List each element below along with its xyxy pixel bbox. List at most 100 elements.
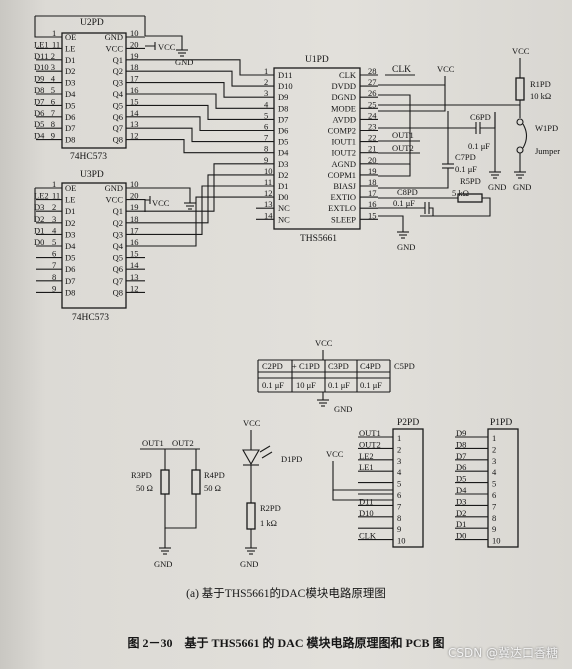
c6-gnd-label: GND [488, 182, 506, 192]
bus-wire [145, 139, 256, 154]
w1-ref: W1PD [535, 123, 558, 133]
led-vcc-label: VCC [243, 418, 261, 428]
u1-pin-name: D2 [278, 170, 288, 180]
p1-pin-label: D2 [456, 508, 466, 518]
p2-connector: P2PD 1OUT12OUT23LE24LE1567D118D10910CLK … [326, 418, 424, 548]
u3-pin-name: VCC [106, 195, 124, 205]
u3-pin-num: 15 [130, 249, 139, 259]
u2-pin-name: Q1 [113, 55, 123, 65]
u2-pin-name: D8 [65, 135, 75, 145]
bus-wire [145, 174, 256, 224]
u1-pin-num: 9 [264, 155, 268, 165]
u3-pin-num: 17 [130, 225, 139, 235]
u2-pin-num: 8 [51, 119, 55, 129]
u1-pin-name: D3 [278, 159, 288, 169]
u1-pin-num: 2 [264, 77, 268, 87]
p2-pin-num: 10 [397, 536, 406, 546]
r3-value: 50 Ω [136, 483, 153, 493]
u1-pin-num: 3 [264, 88, 268, 98]
u2-pin-num: 19 [130, 51, 139, 61]
u1-pin-num: 20 [368, 155, 377, 165]
bus-wire [145, 82, 256, 98]
u1-pin-name: NC [278, 203, 290, 213]
u2-pin-name: VCC [106, 43, 124, 53]
p1-pin-num: 8 [492, 513, 496, 523]
led-indicator: VCC D1PD R2PD 1 kΩ GND [240, 418, 302, 569]
p1-pin-label: D5 [456, 474, 466, 484]
p2-ref: P2PD [397, 418, 419, 428]
u3-pin-num: 19 [130, 202, 139, 212]
u1-pin-name: COMP2 [328, 126, 356, 136]
p2-pin-label: CLK [359, 531, 377, 541]
r1-ref: R1PD [530, 79, 551, 89]
p1-pin-label: D7 [456, 451, 466, 461]
u3-pin-num: 7 [52, 260, 56, 270]
u3-pin-net: LE2 [34, 191, 49, 201]
u1-pin-name: D4 [278, 148, 289, 158]
u2-pin-num: 16 [130, 85, 139, 95]
u1-right-wiring: CLK VCC GND C6PD 0.1 μF OUT1 OUT2 [378, 46, 560, 252]
r5-ref: R5PD [460, 176, 481, 186]
u2-pin-name: OE [65, 32, 76, 42]
u1-pin-name: D6 [278, 126, 288, 136]
u3-ref: U3PD [80, 170, 104, 180]
u3-pin-net: D1 [34, 225, 44, 235]
u3-pin-num: 12 [130, 283, 139, 293]
u3-pin-num: 4 [52, 225, 57, 235]
u3-pin-num: 2 [52, 202, 56, 212]
c3-ref: C3PD [328, 361, 349, 371]
p1-pin-num: 1 [492, 433, 496, 443]
u3-pin-name: D2 [65, 218, 75, 228]
u1-pin-name: DGND [331, 92, 356, 102]
u2-pin-num: 20 [130, 39, 139, 49]
bus-wire [145, 59, 256, 76]
u1-pin-name: D10 [278, 81, 293, 91]
u1-pin-num: 19 [368, 166, 377, 176]
u2-pin-name: Q4 [113, 89, 124, 99]
u1-pin-num: 5 [264, 110, 268, 120]
u1-pin-name: D9 [278, 92, 288, 102]
p1-pin-label: D0 [456, 531, 466, 541]
bus-wire [145, 196, 256, 247]
subfigure-caption: (a) 基于THS5661的DAC模块电路原理图 [186, 588, 386, 600]
u3-pin-name: D6 [65, 264, 75, 274]
p2-body [392, 428, 424, 548]
u1-pin-num: 28 [368, 66, 377, 76]
u3-pin-num: 16 [130, 237, 139, 247]
u1-pin-num: 15 [368, 210, 377, 220]
u2-pin-name: D7 [65, 123, 75, 133]
u3-pin-num: 9 [52, 283, 56, 293]
c8-value: 0.1 μF [393, 198, 415, 208]
u2-pin-net: D4 [34, 131, 45, 141]
u3-pin-name: LE [65, 195, 75, 205]
out2-net-label: OUT2 [392, 143, 414, 153]
u3-power-wiring: VCC [34, 187, 196, 222]
u1-gnd-label: GND [397, 242, 415, 252]
u3-pin-name: Q3 [113, 229, 123, 239]
u1-pin-num: 13 [264, 199, 273, 209]
u3-pin-num: 1 [52, 179, 56, 189]
u2-pin-num: 17 [130, 74, 139, 84]
c3-value: 0.1 μF [328, 380, 350, 390]
u3-pin-name: D1 [65, 206, 75, 216]
u1-pin-num: 10 [264, 166, 273, 176]
u3-pin-net: D3 [34, 202, 44, 212]
u3-pin-name: D4 [65, 241, 76, 251]
u2-pin-name: Q7 [113, 123, 123, 133]
u2-pin-num: 2 [51, 51, 55, 61]
r3-out1-label: OUT1 [142, 438, 164, 448]
u1-pin-num: 14 [264, 210, 273, 220]
p2-vcc-label: VCC [326, 449, 344, 459]
u1-pin-name: IOUT1 [331, 137, 356, 147]
p2-pin-num: 9 [397, 524, 401, 534]
p1-pin-num: 3 [492, 456, 496, 466]
u3-pin-name: OE [65, 183, 76, 193]
p1-pin-label: D6 [456, 462, 466, 472]
u1-pin-num: 26 [368, 88, 377, 98]
c7-value: 0.1 μF [455, 164, 477, 174]
u1-pin-num: 27 [368, 77, 377, 87]
u3-pin-name: D5 [65, 253, 75, 263]
u1-pin-name: D0 [278, 192, 288, 202]
